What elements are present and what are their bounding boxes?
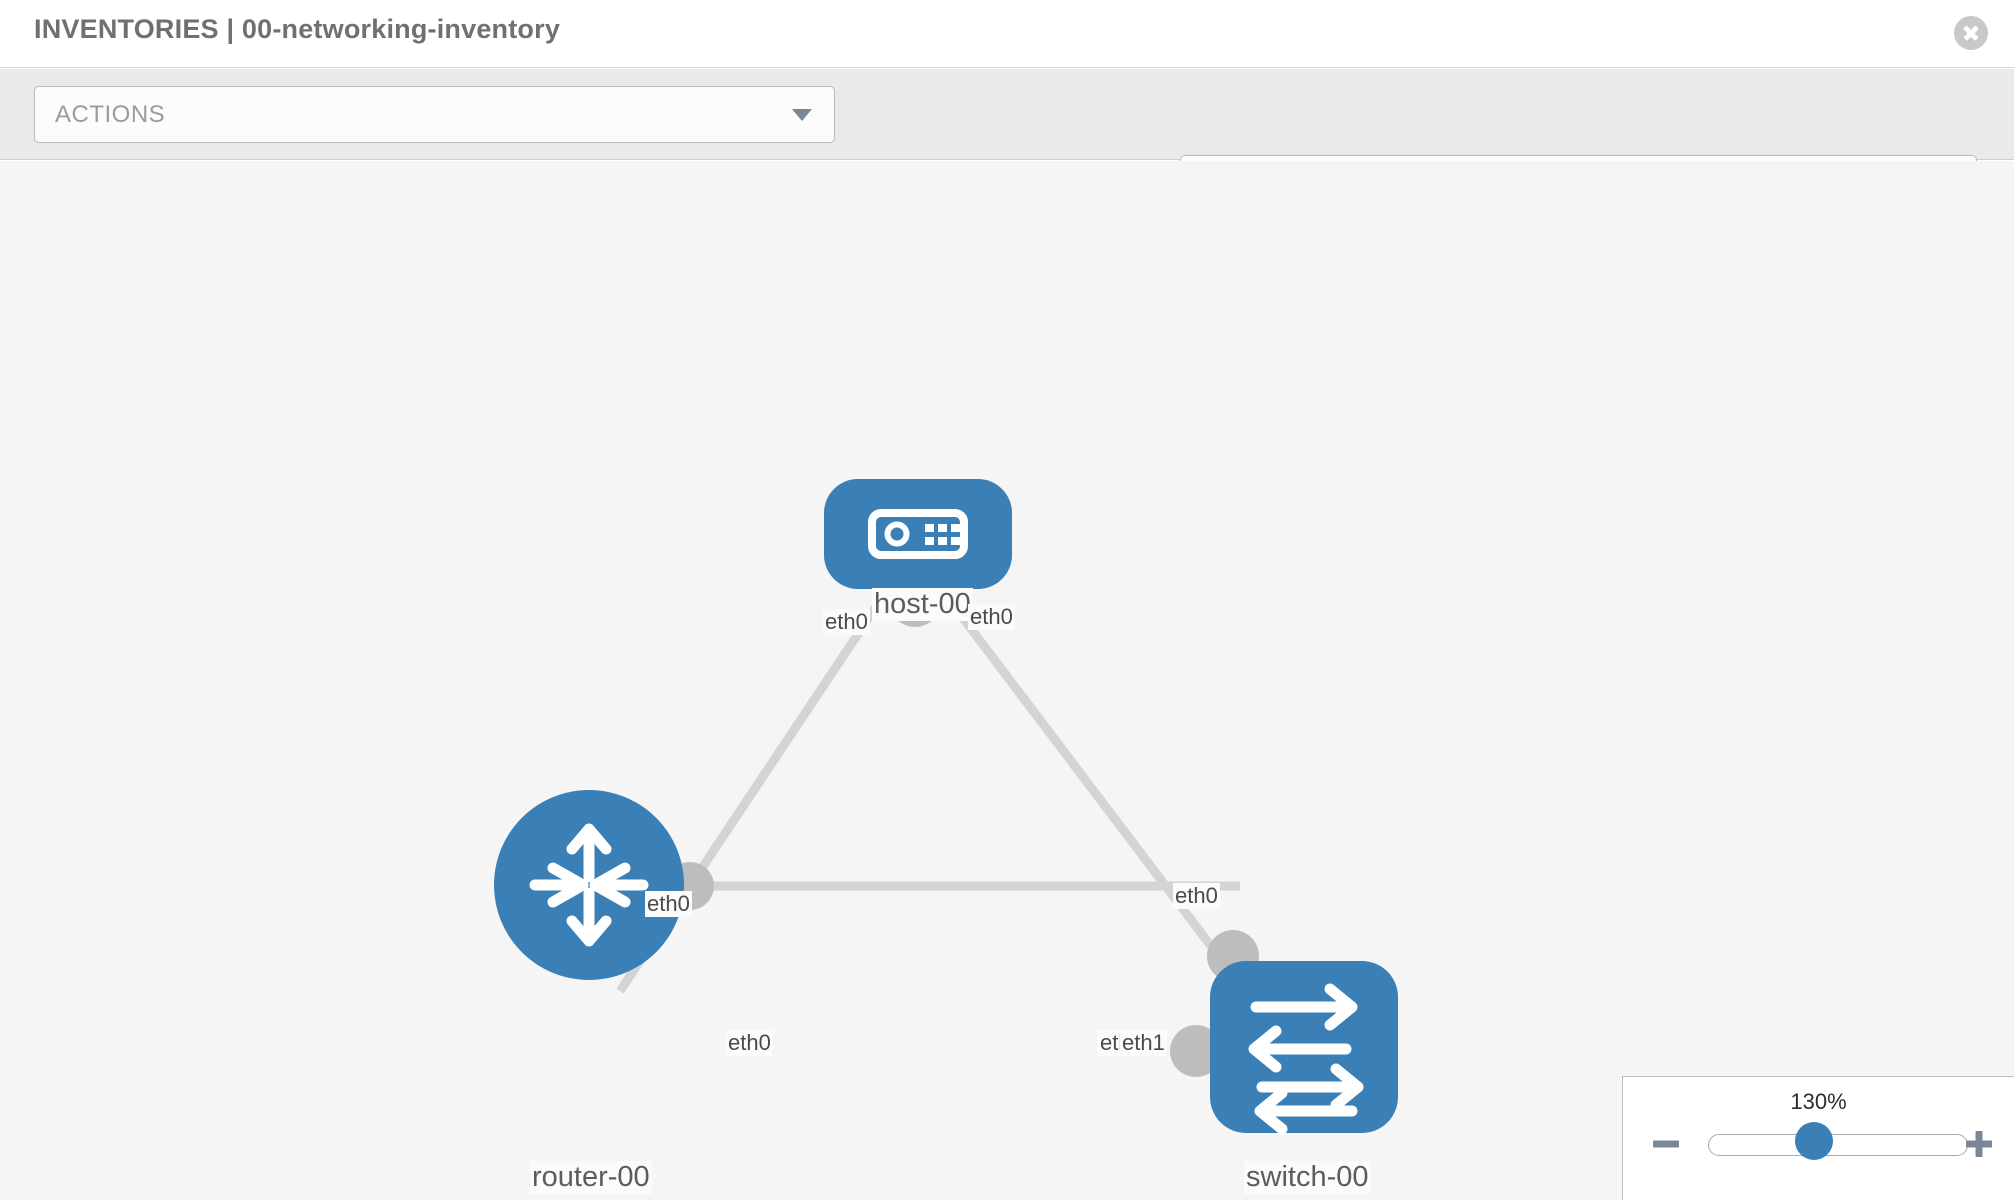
iface-label-router-right: eth0 — [726, 1030, 773, 1056]
actions-dropdown-label: ACTIONS — [55, 100, 166, 128]
page-header: INVENTORIES | 00-networking-inventory — [0, 0, 2014, 68]
plus-icon[interactable] — [1962, 1127, 1996, 1161]
close-icon[interactable] — [1954, 16, 1988, 50]
node-label-switch: switch-00 — [1244, 1161, 1371, 1194]
zoom-percent-label: 130% — [1790, 1089, 1847, 1114]
iface-label-switch-left-b: eth1 — [1120, 1030, 1167, 1056]
link-host-switch[interactable] — [946, 598, 1249, 994]
iface-label-host-left: eth0 — [823, 609, 870, 635]
server-icon — [868, 509, 968, 559]
page-title: INVENTORIES | 00-networking-inventory — [34, 14, 561, 44]
zoom-slider-thumb[interactable] — [1795, 1122, 1833, 1160]
node-switch-00[interactable] — [1210, 961, 1398, 1135]
router-icon — [529, 823, 649, 947]
topology-links — [616, 598, 1249, 994]
node-label-router: router-00 — [530, 1161, 652, 1194]
minus-icon[interactable] — [1649, 1127, 1683, 1161]
node-host-00[interactable] — [824, 479, 1012, 589]
iface-label-router-up: eth0 — [645, 891, 692, 917]
topology-connectors — [666, 575, 1259, 1077]
toolbar: ACTIONS SEARCH — [0, 69, 2014, 212]
connector-switch-left[interactable] — [1170, 1025, 1222, 1077]
zoom-slider-track[interactable] — [1708, 1134, 1968, 1156]
zoom-control-panel: 130% — [1622, 1076, 2014, 1200]
iface-label-switch-up: eth0 — [1173, 883, 1220, 909]
chevron-down-icon — [792, 108, 812, 121]
topology-graph — [494, 479, 1398, 1135]
actions-dropdown[interactable]: ACTIONS — [34, 86, 835, 143]
node-router-00[interactable] — [494, 790, 684, 980]
node-label-host: host-00 — [872, 588, 973, 621]
switch-icon — [1248, 983, 1364, 1135]
iface-label-host-right: eth0 — [968, 604, 1015, 630]
topology-canvas[interactable]: host-00 router-00 switch-00 eth0 eth0 et… — [0, 161, 2014, 1200]
